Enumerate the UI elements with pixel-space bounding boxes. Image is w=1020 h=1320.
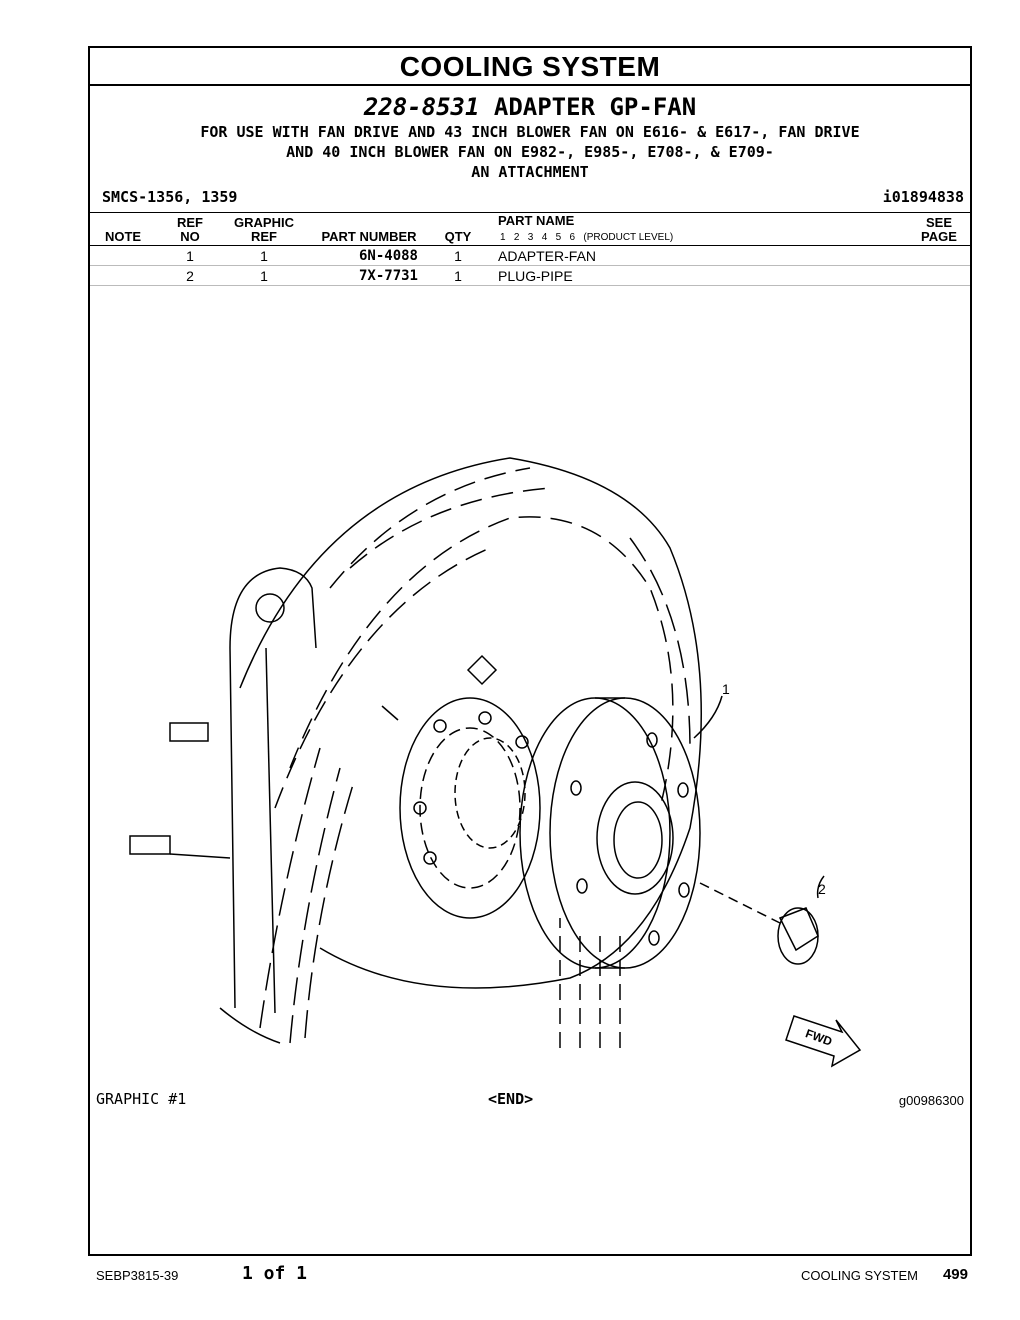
header-product-levels: 1 2 3 4 5 6 (PRODUCT LEVEL): [500, 232, 674, 243]
cell-part-number[interactable]: 7X-7731: [358, 268, 418, 284]
cell-qty: 1: [454, 248, 462, 264]
cell-part-name: PLUG-PIPE: [498, 268, 573, 284]
grease-fitting: [466, 654, 498, 686]
group-header: 228-8531 ADAPTER GP-FAN FOR USE WITH FAN…: [90, 92, 970, 182]
callout-2: 2: [818, 881, 826, 897]
bracket-hole: [255, 593, 285, 623]
header-note: NOTE: [104, 229, 142, 244]
hub-bolt: [478, 711, 492, 725]
footer-page-number: 499: [942, 1266, 968, 1283]
description-line-2: AND 40 INCH BLOWER FAN ON E982-, E985-, …: [286, 143, 774, 161]
description-line-3: AN ATTACHMENT: [471, 163, 589, 181]
adapter-bolt-hole: [648, 930, 660, 946]
pipe-plug-socket: [778, 907, 819, 952]
stud-lower: [129, 835, 171, 855]
cell-ref-no: 1: [186, 248, 194, 264]
graphic-id: g00986300: [898, 1093, 964, 1108]
end-marker: <END>: [488, 1090, 534, 1108]
callout-1-leader: [693, 695, 723, 739]
header-see-top: SEE: [925, 215, 952, 230]
hub-bolt: [515, 735, 529, 749]
footer-page-count: 1 of 1: [242, 1263, 308, 1284]
header-part-number: PART NUMBER: [321, 229, 417, 244]
callout-2-leader: [816, 875, 825, 899]
cell-part-name: ADAPTER-FAN: [498, 248, 597, 264]
plug-axis-line: [699, 882, 781, 924]
header-see-bottom: PAGE: [921, 229, 957, 244]
adapter-bore: [596, 781, 674, 895]
footer-section-name: COOLING SYSTEM: [800, 1268, 918, 1283]
parts-table-header: NOTE REF NO GRAPHIC REF PART NUMBER QTY …: [90, 212, 970, 246]
smcs-row: SMCS-1356, 1359 i01894838: [102, 188, 964, 210]
graphic-label: GRAPHIC #1: [96, 1090, 187, 1108]
smcs-codes: SMCS-1356, 1359: [102, 188, 238, 206]
hub-bolt: [423, 851, 437, 865]
fan-outer-rim: [239, 457, 702, 989]
group-name: ADAPTER GP-FAN: [493, 93, 697, 121]
cell-qty: 1: [454, 268, 462, 284]
fan-hub: [399, 697, 541, 919]
fan-adapter-face: [549, 697, 701, 969]
page-frame: COOLING SYSTEM 228-8531 ADAPTER GP-FAN F…: [88, 46, 972, 1256]
header-graphic-top: GRAPHIC: [234, 215, 294, 230]
cell-graphic-ref: 1: [260, 248, 268, 264]
table-row: 2 1 7X-7731 1 PLUG-PIPE: [90, 266, 970, 286]
section-title: COOLING SYSTEM: [399, 51, 661, 82]
stud-upper: [169, 722, 209, 742]
hub-bolt: [433, 719, 447, 733]
header-ref-top: REF: [177, 215, 203, 230]
hub-bolt: [413, 801, 427, 815]
adapter-bolt-hole: [677, 782, 689, 798]
adapter-bolt-hole: [576, 878, 588, 894]
adapter-bolt-hole: [678, 882, 690, 898]
adapter-bolt-hole: [646, 732, 658, 748]
bracket-outline: [229, 567, 317, 1009]
cell-ref-no: 2: [186, 268, 194, 284]
page-footer: SEBP3815-39 1 of 1 COOLING SYSTEM 499: [96, 1262, 968, 1288]
cell-part-number[interactable]: 6N-4088: [358, 248, 418, 264]
section-title-bar: COOLING SYSTEM: [90, 48, 970, 86]
description-line-1: FOR USE WITH FAN DRIVE AND 43 INCH BLOWE…: [200, 123, 860, 141]
header-ref-bottom: NO: [180, 229, 200, 244]
callout-1: 1: [722, 681, 730, 697]
fwd-arrow: [785, 1015, 862, 1068]
header-part-name: PART NAME: [498, 213, 575, 228]
fwd-label: FWD: [804, 1026, 835, 1049]
exploded-view-drawing: 1 2 FWD: [129, 457, 862, 1068]
header-graphic-bottom: REF: [251, 229, 277, 244]
group-title-line: 228-8531 ADAPTER GP-FAN: [90, 92, 970, 122]
group-number: 228-8531: [363, 93, 480, 121]
header-qty: QTY: [444, 229, 472, 244]
adapter-bolt-hole: [570, 780, 582, 796]
footer-document-number: SEBP3815-39: [96, 1268, 179, 1283]
cell-graphic-ref: 1: [260, 268, 268, 284]
table-row: 1 1 6N-4088 1 ADAPTER-FAN: [90, 246, 970, 266]
document-id: i01894838: [882, 188, 964, 206]
